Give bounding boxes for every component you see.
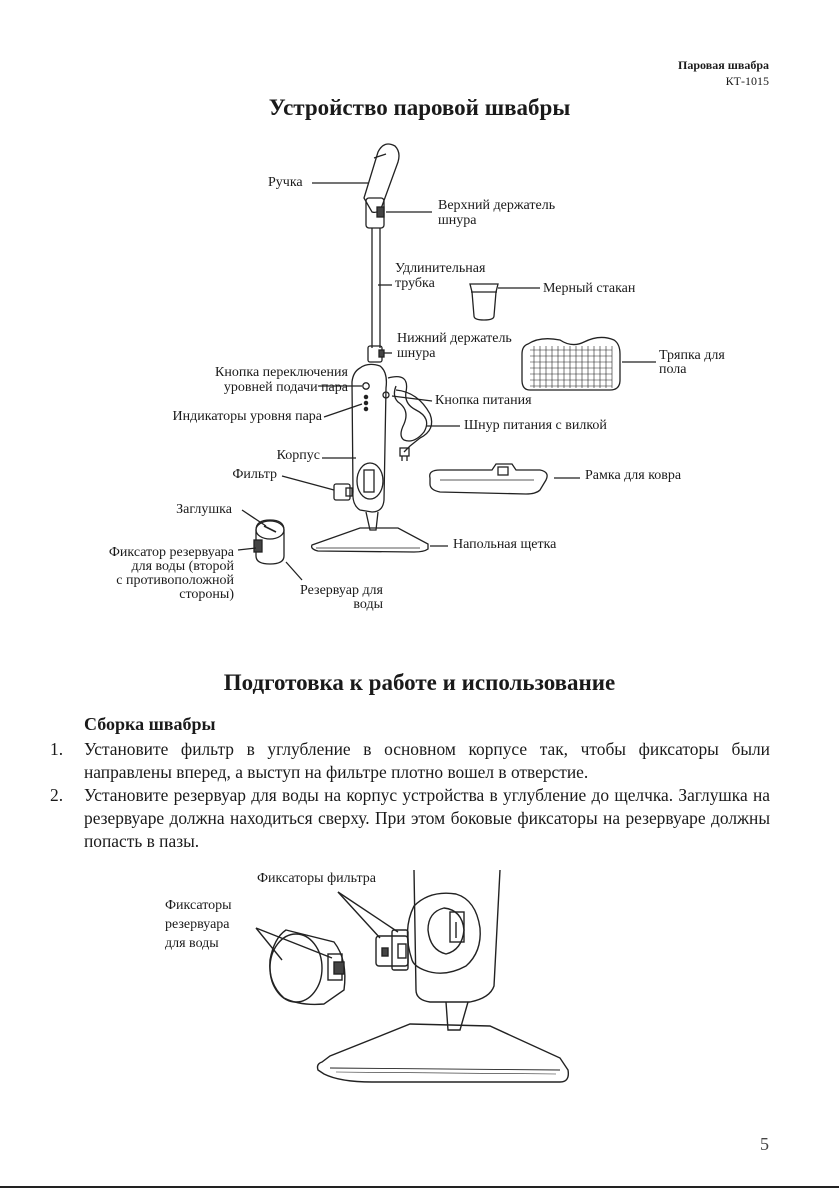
label-tank-latch-4: стороны) [179, 587, 234, 602]
floor-cloth-shape [521, 336, 621, 391]
label-tank-latch-1: Фиксатор резервуара [108, 545, 234, 560]
step-number: 1. [50, 739, 64, 759]
step-1: 1. Установите фильтр в углубление в осно… [50, 738, 770, 784]
filter-shape [375, 929, 409, 971]
section-title-device: Устройство паровой швабры [268, 95, 571, 120]
label-switch-1: Кнопка переключения [215, 365, 348, 380]
label-filter: Фильтр [232, 467, 277, 482]
header-model: КТ-1015 [725, 74, 769, 88]
label-switch-2: уровней подачи пара [223, 380, 348, 395]
label-filter-latches: Фиксаторы фильтра [257, 871, 376, 886]
filter-shape [333, 483, 351, 501]
main-body-shape [351, 363, 388, 513]
label-floor-brush: Напольная щетка [453, 537, 557, 552]
label-cloth-2: пола [659, 362, 687, 377]
device-diagram [237, 143, 656, 581]
label-indicators: Индикаторы уровня пара [172, 409, 322, 424]
label-body: Корпус [276, 448, 320, 463]
carpet-frame-shape [429, 463, 548, 495]
label-lower-holder-1: Нижний держатель [397, 331, 512, 346]
label-carpet-frame: Рамка для ковра [585, 468, 682, 483]
section-title-preparation: Подготовка к работе и использование [223, 670, 616, 695]
assembly-steps: 1. Установите фильтр в углубление в осно… [50, 738, 770, 853]
footer-rule [0, 1186, 839, 1188]
label-tank-latches-3: для воды [165, 936, 219, 951]
label-tube-2: трубка [395, 276, 435, 291]
header-product-name: Паровая швабра [678, 58, 769, 72]
label-tank-latches-1: Фиксаторы [165, 898, 232, 913]
label-water-tank-1: Резервуар для [300, 583, 383, 598]
label-measuring-cup: Мерный стакан [543, 281, 636, 296]
label-tube-1: Удлинительная [395, 261, 486, 276]
label-lower-holder-2: шнура [397, 346, 436, 361]
step-number: 2. [50, 785, 64, 805]
page-number: 5 [760, 1134, 769, 1154]
label-water-tank-2: воды [353, 597, 383, 612]
label-handle: Ручка [268, 175, 303, 190]
label-tank-latches-2: резервуара [165, 917, 230, 932]
floor-brush-shape [310, 527, 429, 553]
step-text: Установите фильтр в углубление в основно… [84, 739, 770, 782]
subsection-title-assembly: Сборка швабры [84, 714, 216, 734]
label-tank-latch-2: для воды (второй [131, 559, 234, 574]
mop-body-shape [406, 869, 501, 1003]
label-tank-latch-3: с противоположной [116, 573, 234, 588]
step-text: Установите резервуар для воды на корпус … [84, 785, 770, 851]
step-2: 2. Установите резервуар для воды на корп… [50, 784, 770, 853]
floor-brush-shape [316, 1023, 570, 1083]
label-upper-holder-2: шнура [438, 213, 477, 228]
label-power-button: Кнопка питания [435, 393, 532, 408]
label-power-cord: Шнур питания с вилкой [464, 418, 607, 433]
label-plug: Заглушка [176, 502, 232, 517]
label-upper-holder-1: Верхний держатель [438, 198, 556, 213]
water-tank-shape [269, 929, 346, 1006]
measuring-cup-shape [469, 283, 499, 321]
power-cord-shape [387, 375, 428, 442]
label-cloth-1: Тряпка для [659, 348, 725, 363]
water-tank-shape [253, 519, 285, 565]
